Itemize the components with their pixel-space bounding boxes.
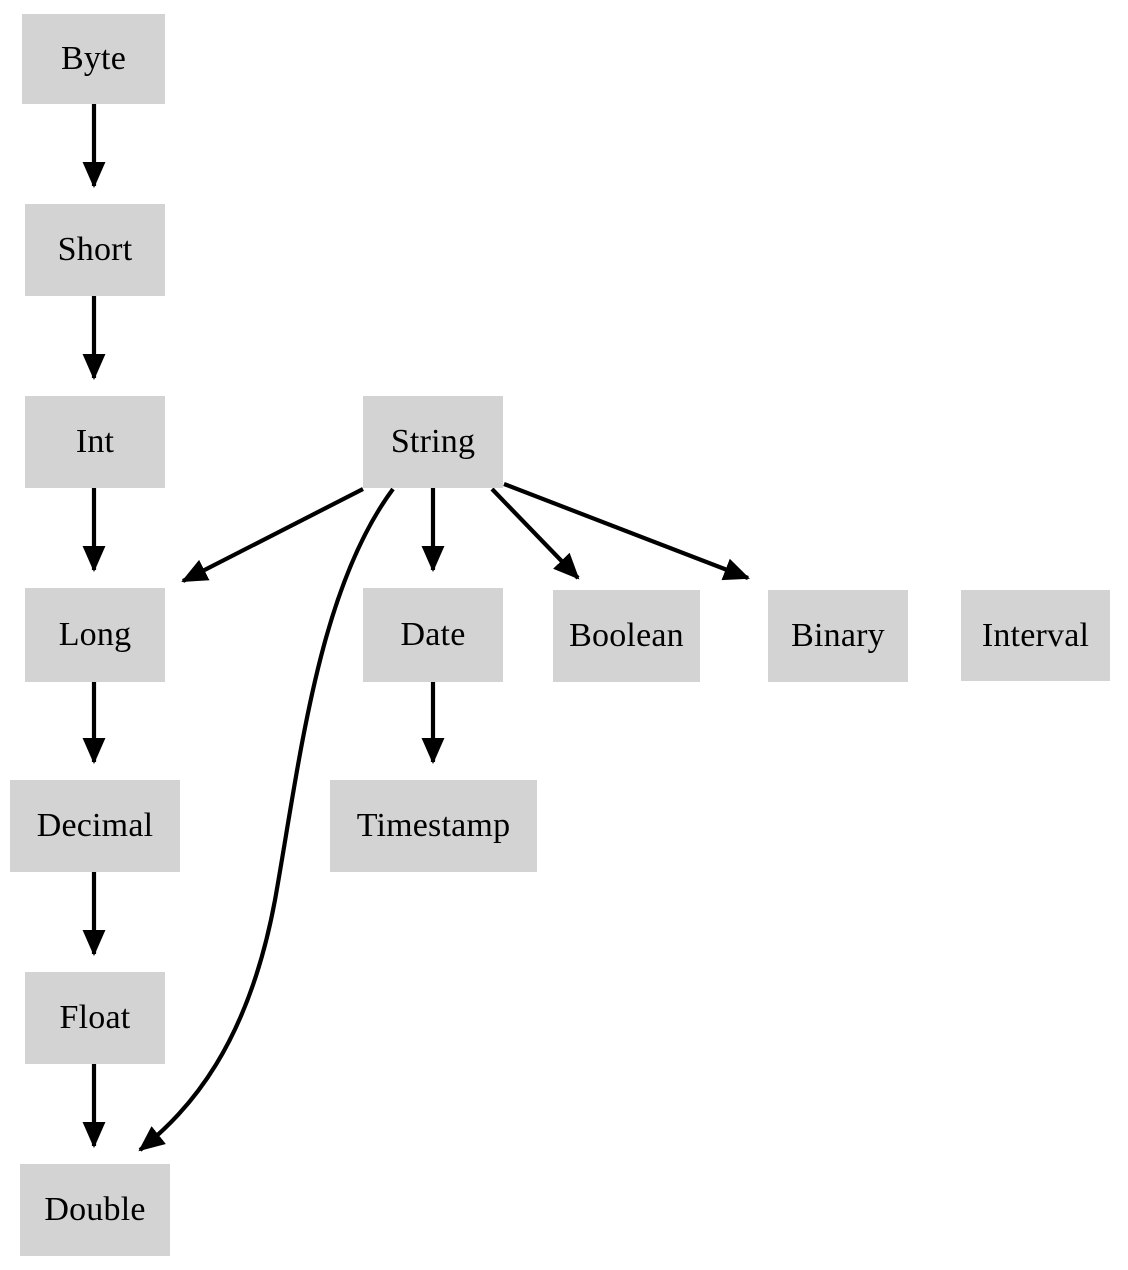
node-short[interactable]: Short	[25, 204, 165, 296]
node-label-timestamp: Timestamp	[356, 807, 511, 844]
node-label-binary: Binary	[791, 617, 885, 654]
node-label-string: String	[390, 423, 476, 460]
node-decimal[interactable]: Decimal	[10, 780, 180, 872]
node-label-decimal: Decimal	[36, 807, 154, 844]
node-boolean[interactable]: Boolean	[553, 590, 700, 682]
edge-string-binary	[503, 482, 750, 581]
node-date[interactable]: Date	[363, 588, 503, 682]
node-label-short: Short	[57, 231, 133, 268]
node-timestamp[interactable]: Timestamp	[330, 780, 537, 872]
node-binary[interactable]: Binary	[768, 590, 908, 682]
node-label-int: Int	[75, 423, 115, 460]
node-label-date: Date	[400, 616, 466, 653]
node-label-interval: Interval	[981, 616, 1090, 654]
node-label-long: Long	[58, 616, 132, 653]
node-label-double: Double	[44, 1191, 146, 1228]
node-string[interactable]: String	[363, 396, 503, 488]
node-label-float: Float	[59, 999, 131, 1036]
node-interval[interactable]: Interval	[961, 590, 1110, 681]
edge-string-boolean	[490, 487, 580, 580]
node-byte[interactable]: Byte	[22, 14, 165, 104]
node-label-boolean: Boolean	[569, 617, 684, 654]
node-float[interactable]: Float	[25, 972, 165, 1064]
node-long[interactable]: Long	[25, 588, 165, 682]
node-double[interactable]: Double	[20, 1164, 170, 1256]
edge-string-long	[181, 487, 364, 583]
node-int[interactable]: Int	[25, 396, 165, 488]
node-label-byte: Byte	[60, 40, 126, 77]
